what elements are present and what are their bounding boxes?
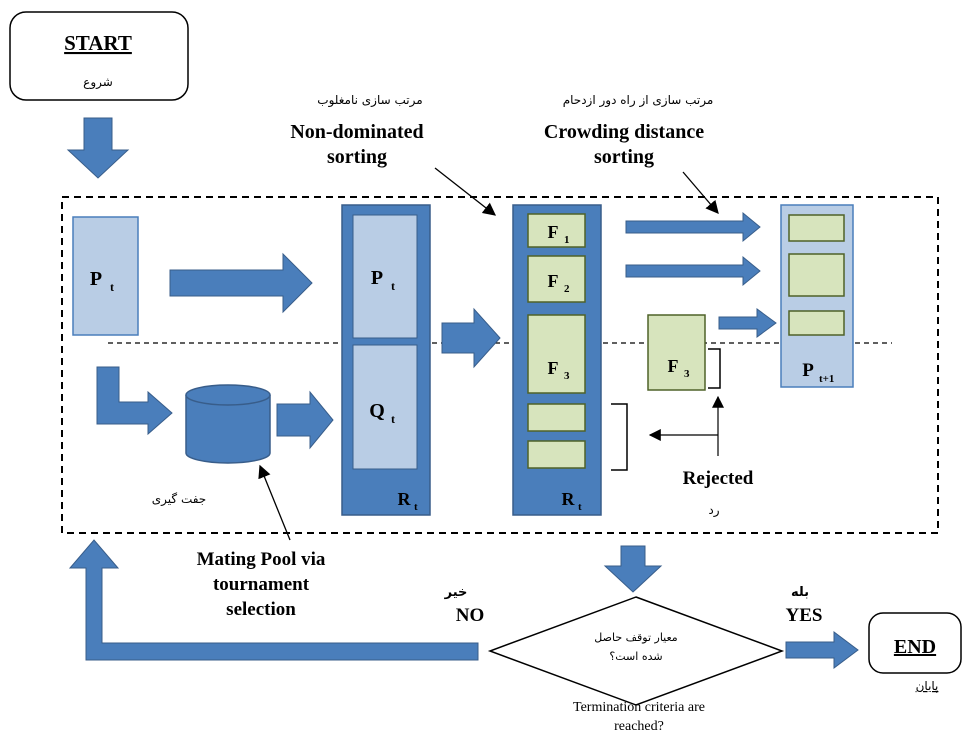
pt-label: P [90,268,102,290]
f3-sub: 3 [564,370,570,382]
nondom-label-line2: sorting [327,146,387,168]
no-loop-arrow [68,539,479,661]
rt-label-2: R [562,489,576,509]
mating-label-line1: Mating Pool via [197,549,326,570]
crowd-fa-label: مرتب سازی از راه دور ازدحام [563,93,714,108]
yes-fa-label: بله [791,585,809,600]
yes-arrow [785,631,859,669]
rt-sub-2: t [578,501,582,513]
rt-combined-population: P t Q t R t [341,204,431,516]
mating-pool-cylinder [185,384,271,464]
crowd-label-line1: Crowding distance [544,121,704,143]
rt-pt-sub: t [391,279,395,293]
mating-pointer-arrow [258,464,291,541]
to-decision-arrow [603,545,663,593]
mating-label-line2: tournament [213,574,310,595]
f3-partial-front: F 3 [647,314,706,391]
rt-to-sorted-arrow [441,307,501,369]
nondom-pointer-arrow [434,167,497,216]
termination-decision [487,596,785,706]
pnext-sub: t+1 [819,373,834,385]
pt-to-rt-arrow [169,252,313,314]
rt-pt-label: P [371,267,383,289]
generation-boundary [61,196,939,534]
rejected-label: Rejected [683,468,754,489]
crowd-pointer-arrow [682,171,719,214]
yes-label: YES [786,605,823,626]
f3b-sub: 3 [684,368,690,380]
f3-to-next-arrow [718,308,777,338]
end-label: END [894,636,936,658]
pt-sub: t [110,280,114,294]
f2-sub: 2 [564,283,570,295]
pnext-label: P [802,360,814,381]
nondom-label-line1: Non-dominated [290,121,423,143]
mating-to-rt-arrow [276,390,334,450]
parent-population-box: P t [72,216,139,336]
no-label: NO [456,605,485,626]
rt-label-1: R [398,489,412,509]
decision-caption-line2: reached? [614,719,664,734]
qt-sub: t [391,412,395,426]
end-node: END [868,612,962,674]
start-label: START [64,31,132,55]
f3-bracket [708,348,721,389]
f2-to-next-arrow [625,255,761,287]
f2-label: F [548,271,559,291]
decision-fa-line2: شده است؟ [609,650,662,663]
mating-fa-label: جفت گیری [152,492,206,507]
end-sub-label: پایان [916,679,939,693]
f1-label: F [548,222,559,242]
rt-sub-1: t [414,501,418,513]
mating-label-line3: selection [226,599,296,620]
no-fa-label: خیر [444,585,468,600]
pt-to-mating-arrow [96,366,173,436]
sorted-rt-fronts: F 1 F 2 F 3 R t [512,204,602,516]
start-sub-label: شروع [83,75,113,90]
f1-sub: 1 [564,234,570,246]
f3b-label: F [668,356,679,376]
f1-to-next-arrow [625,211,761,243]
qt-label: Q [369,400,385,422]
start-node: START شروع [9,11,189,101]
start-down-arrow [66,117,130,179]
f3-label: F [548,358,559,378]
rejected-fa-label: رد [708,503,719,518]
rejected-bracket [611,403,628,471]
decision-fa-line1: معیار توقف حاصل [594,631,677,644]
crowd-label-line2: sorting [594,146,654,168]
decision-caption-line1: Termination criteria are [573,700,705,715]
next-population-box: P t+1 [780,204,854,388]
nondom-fa-label: مرتب سازی نامغلوب [317,93,422,108]
